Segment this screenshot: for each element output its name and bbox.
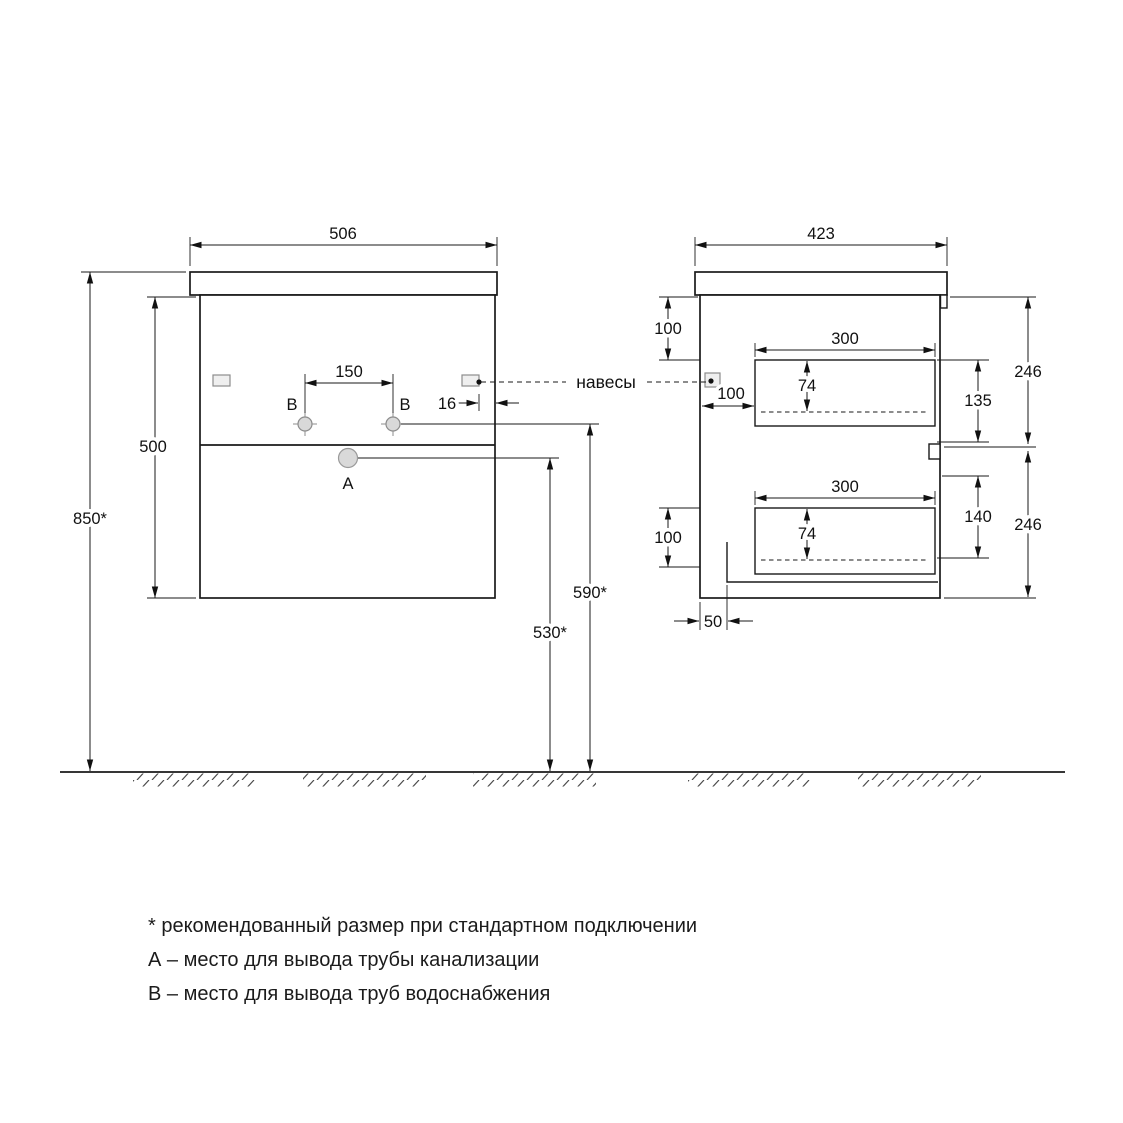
dim-drawer-top-inner: 74 [794, 361, 820, 411]
top-drawer [754, 359, 936, 427]
dim-label-recess-depth: 50 [704, 613, 722, 631]
label-b-right: B [399, 396, 410, 414]
dim-label-gap-back: 100 [717, 385, 745, 403]
dim-drawer-bottom-inner: 74 [794, 509, 820, 559]
dim-label-gap-bottom: 100 [654, 529, 682, 547]
floor-hatch-group [858, 773, 981, 787]
note-a: А – место для вывода трубы канализации [148, 949, 539, 971]
dim-label-gap-top: 100 [654, 320, 682, 338]
dim-hanger-offset: 16 [434, 392, 519, 417]
dim-side-depth: 423 [694, 222, 948, 266]
dim-label-drawer-top-front: 135 [964, 392, 992, 410]
dim-drawer-bottom-front: 140 [937, 475, 995, 559]
dim-drawer-bottom-depth: 300 [754, 475, 936, 505]
dim-drawer-top-depth: 300 [754, 327, 936, 357]
floor [60, 771, 1065, 787]
legend-notes: * рекомендованный размер при стандартном… [148, 915, 697, 1005]
dim-height-a: 530* [358, 457, 571, 771]
marker-circle [385, 416, 401, 432]
dim-label-drawer-bottom-front: 140 [964, 508, 992, 526]
dim-label-drawer-top-depth: 300 [831, 330, 859, 348]
drawer-rail-detail [928, 443, 941, 460]
dim-section-top: 246 [944, 296, 1045, 448]
dim-height-b: 590* [401, 423, 611, 771]
dim-label-drawer-top-inner: 74 [798, 377, 816, 395]
dim-label-section-top: 246 [1014, 363, 1042, 381]
dim-recess-depth: 50 [674, 585, 753, 635]
dim-front-height: 500 [136, 296, 196, 599]
front-countertop [189, 271, 498, 296]
note-b: B – место для вывода труб водоснабжения [148, 983, 550, 1005]
dim-drawer-top-front: 135 [937, 359, 995, 443]
dim-label-spacing: 150 [335, 363, 363, 381]
floor-hatch-group [303, 773, 426, 787]
label-a: A [342, 475, 353, 493]
hangers-callout: навесы [476, 372, 714, 392]
marker-circle [297, 416, 313, 432]
callout-dot-front [476, 379, 482, 385]
front-view: B B A [189, 271, 498, 599]
point-b-left-marker [293, 412, 317, 436]
dim-label-mount-height: 850* [73, 510, 108, 528]
dim-label-height-a: 530* [533, 624, 568, 642]
floor-hatch-group [133, 773, 256, 787]
front-dimensions: 506 500 850* 150 16 59 [70, 222, 611, 771]
hanger-bracket-left [212, 374, 231, 387]
dim-label-side-depth: 423 [807, 225, 835, 243]
front-cabinet-body [199, 294, 496, 599]
label-b-left: B [286, 396, 297, 414]
dim-front-width: 506 [189, 222, 498, 266]
side-dimensions: 423 100 100 300 74 135 [651, 222, 1046, 635]
dim-label-section-bottom: 246 [1014, 516, 1042, 534]
dim-label-front-width: 506 [329, 225, 357, 243]
side-countertop-lip [939, 294, 948, 309]
callout-label-hangers: навесы [576, 372, 636, 392]
dim-water-points-spacing: 150 [304, 360, 394, 413]
hanger-bracket-right [461, 374, 480, 387]
dim-label-drawer-bottom-inner: 74 [798, 525, 816, 543]
note-asterisk: * рекомендованный размер при стандартном… [148, 915, 697, 937]
floor-hatch-group [473, 773, 596, 787]
callout-dot-side [708, 378, 714, 384]
bottom-recess-profile [726, 542, 938, 583]
dim-section-bottom: 246 [944, 451, 1045, 599]
bottom-drawer [754, 507, 936, 575]
dim-label-hanger-offset: 16 [438, 395, 456, 413]
dim-gap-bottom: 100 [651, 507, 700, 568]
floor-hatch-group [688, 773, 811, 787]
dim-mount-height: 850* [70, 271, 186, 771]
dim-label-front-height: 500 [139, 438, 167, 456]
point-a-marker [337, 447, 359, 469]
dim-gap-top: 100 [651, 296, 700, 361]
dim-gap-back: 100 [702, 382, 754, 410]
dim-label-drawer-bottom-depth: 300 [831, 478, 859, 496]
dim-label-height-b: 590* [573, 584, 608, 602]
side-view [694, 271, 948, 599]
side-countertop [694, 271, 948, 296]
point-b-right-marker [381, 412, 405, 436]
